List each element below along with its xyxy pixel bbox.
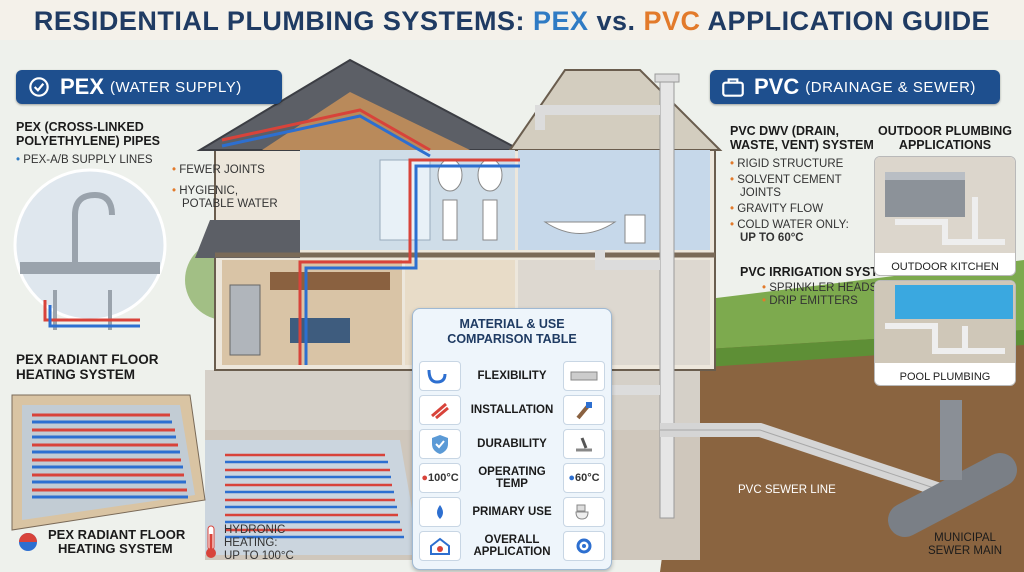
toolbox-icon: [722, 78, 744, 97]
pex-banner-subtitle: (WATER SUPPLY): [110, 78, 242, 96]
hydronic-note: HYDRONIC HEATING: UP TO 100°C: [204, 524, 294, 563]
outdoor-kitchen-illustration: [875, 157, 1015, 253]
water-supply-icon: [419, 497, 461, 527]
rigid-pipe-icon: [563, 361, 605, 391]
pool-plumbing-card: POOL PLUMBING: [874, 280, 1016, 386]
crimp-tool-icon: [419, 395, 461, 425]
radiant-floor-caption: PEX RADIANT FLOOR HEATING SYSTEM: [18, 528, 185, 556]
pex-banner-title: PEX: [60, 74, 105, 99]
gear-check-icon: [29, 77, 49, 97]
pvc-banner-subtitle: (DRAINAGE & SEWER): [805, 78, 976, 96]
pvc-dwv-section: PVC DWV (DRAIN, WASTE, VENT) SYSTEM RIGI…: [730, 124, 874, 245]
home-heart-icon: [419, 531, 461, 561]
outdoor-section-heading: OUTDOOR PLUMBING APPLICATIONS: [877, 124, 1013, 152]
comparison-table-heading: MATERIAL & USE COMPARISON TABLE: [447, 317, 577, 346]
comparison-table: MATERIAL & USE COMPARISON TABLE FLEXIBIL…: [412, 308, 612, 570]
irrigation-section: PVC IRRIGATION SYSTEM SPRINKLER HEADS DR…: [740, 265, 897, 308]
gear-wrench-icon: [563, 531, 605, 561]
temp-pvc-cell: ●60°C: [563, 463, 605, 493]
pvc-banner: PVC (DRAINAGE & SEWER): [710, 70, 1000, 104]
pex-features: FEWER JOINTS HYGIENIC, POTABLE WATER: [172, 164, 277, 211]
pool-illustration: [875, 281, 1015, 363]
table-row-installation: INSTALLATION: [419, 395, 605, 425]
impact-test-icon: [563, 429, 605, 459]
sewer-line-label: PVC SEWER LINE: [738, 484, 836, 496]
radiant-floor-heading: PEX RADIANT FLOOR HEATING SYSTEM: [16, 352, 159, 382]
municipal-main-label: MUNICIPAL SEWER MAIN: [928, 532, 1003, 557]
temp-pex-cell: ●100°C: [419, 463, 461, 493]
table-row-primary-use: PRIMARY USE: [419, 497, 605, 527]
flexible-pipe-icon: [419, 361, 461, 391]
cement-brush-icon: [563, 395, 605, 425]
outdoor-kitchen-card: OUTDOOR KITCHEN: [874, 156, 1016, 276]
thermometer-icon: [206, 525, 216, 558]
toilet-drain-icon: [563, 497, 605, 527]
pex-pipes-section: PEX (CROSS-LINKED POLYETHYLENE) PIPES PE…: [16, 120, 160, 167]
page-title: RESIDENTIAL PLUMBING SYSTEMS: PEX vs. PV…: [33, 6, 991, 36]
shield-check-icon: [419, 429, 461, 459]
pvc-banner-title: PVC: [754, 74, 800, 99]
radiant-badge-icon: [19, 533, 37, 551]
table-row-durability: DURABILITY: [419, 429, 605, 459]
table-row-flexibility: FLEXIBILITY: [419, 361, 605, 391]
pex-banner: PEX (WATER SUPPLY): [16, 70, 282, 104]
